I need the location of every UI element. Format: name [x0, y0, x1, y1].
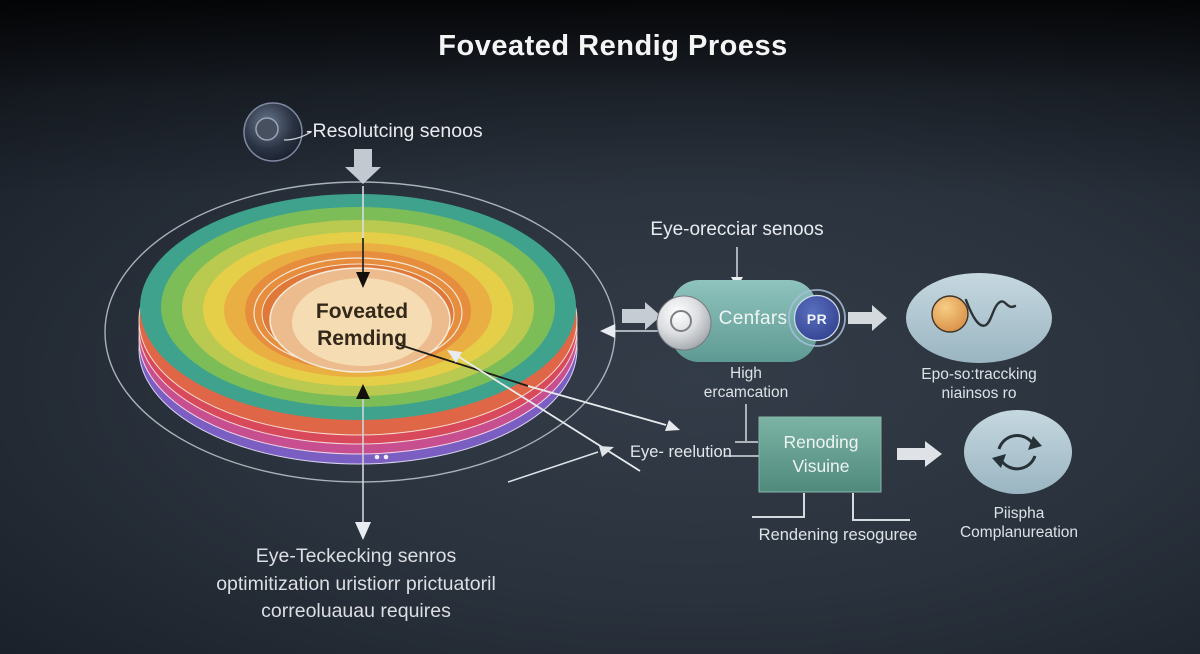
fovea-center-label: Foveated Remding — [316, 298, 408, 353]
flow-arrow-down-icon — [345, 149, 381, 184]
epo-caption: Epo-so:traccking niainsos ro — [921, 366, 1036, 404]
flow-arrow-right-icon-1 — [622, 302, 661, 330]
camera-lens-icon — [656, 295, 712, 351]
pr-badge-halo — [788, 289, 846, 347]
flow-arrow-right-icon-3 — [897, 441, 942, 467]
cycle-node — [964, 410, 1072, 494]
high-caption-line1: High — [730, 365, 762, 382]
eye-ball-icon — [931, 295, 969, 333]
eye-resolution-label: Eye- reelution — [630, 443, 732, 461]
cycle-caption-line2: Complanureation — [959, 523, 1079, 541]
footer-line1: Eye-Teckecking senros — [255, 545, 457, 567]
high-connector — [724, 404, 762, 457]
footer-line3: correoluauau requires — [261, 600, 451, 623]
epo-caption-line1: Epo-so:traccking — [921, 366, 1037, 383]
page-title: Foveated Rendig Proess — [438, 30, 788, 62]
fovea-center-line2: Remding — [317, 327, 407, 351]
epo-caption-line2: niainsos ro — [941, 384, 1017, 402]
pr-badge-label: PR — [807, 311, 827, 327]
rendering-connectors — [752, 493, 910, 521]
fovea-center-line1: Foveated — [315, 300, 409, 323]
high-caption-line2: ercamcation — [703, 383, 789, 401]
centars-node: PR — [656, 280, 846, 362]
resolution-sensor-icon — [243, 102, 312, 162]
cycle-caption-line1: Piispha — [993, 505, 1045, 522]
sensor-to-center-arrow — [356, 186, 370, 288]
rendering-caption: Rendening resoguree — [758, 526, 918, 544]
annotation-arrows — [396, 343, 680, 483]
footer-line2: optimitization uristiorr prictuatoril — [216, 572, 496, 595]
cycle-caption: Piispha Complanureation — [960, 505, 1078, 543]
refresh-cycle-icon — [992, 434, 1042, 471]
pr-badge — [793, 294, 841, 342]
center-to-footer-arrow — [355, 384, 389, 540]
eye-tracking-node — [906, 273, 1052, 363]
feedback-arrow-left — [600, 324, 659, 338]
flow-arrow-right-icon-2 — [848, 305, 887, 331]
rendering-label: Renoding Visuine — [784, 431, 859, 478]
eye-sensor-label: Eye-orecciar senoos — [650, 219, 824, 240]
footer-caption: Eye-Teckecking senros optimitization uri… — [216, 543, 496, 626]
rendering-line2: Visuine — [792, 455, 850, 476]
rendering-line1: Renoding — [783, 432, 859, 452]
rendering-node — [758, 416, 882, 493]
high-caption: High ercamcation — [704, 365, 788, 403]
resolution-sensor-label: -Resolutcing senoos — [306, 120, 483, 142]
lens-aperture-icon — [670, 310, 692, 332]
centars-label: Cenfars — [718, 308, 788, 329]
waveform-icon — [964, 298, 1017, 327]
